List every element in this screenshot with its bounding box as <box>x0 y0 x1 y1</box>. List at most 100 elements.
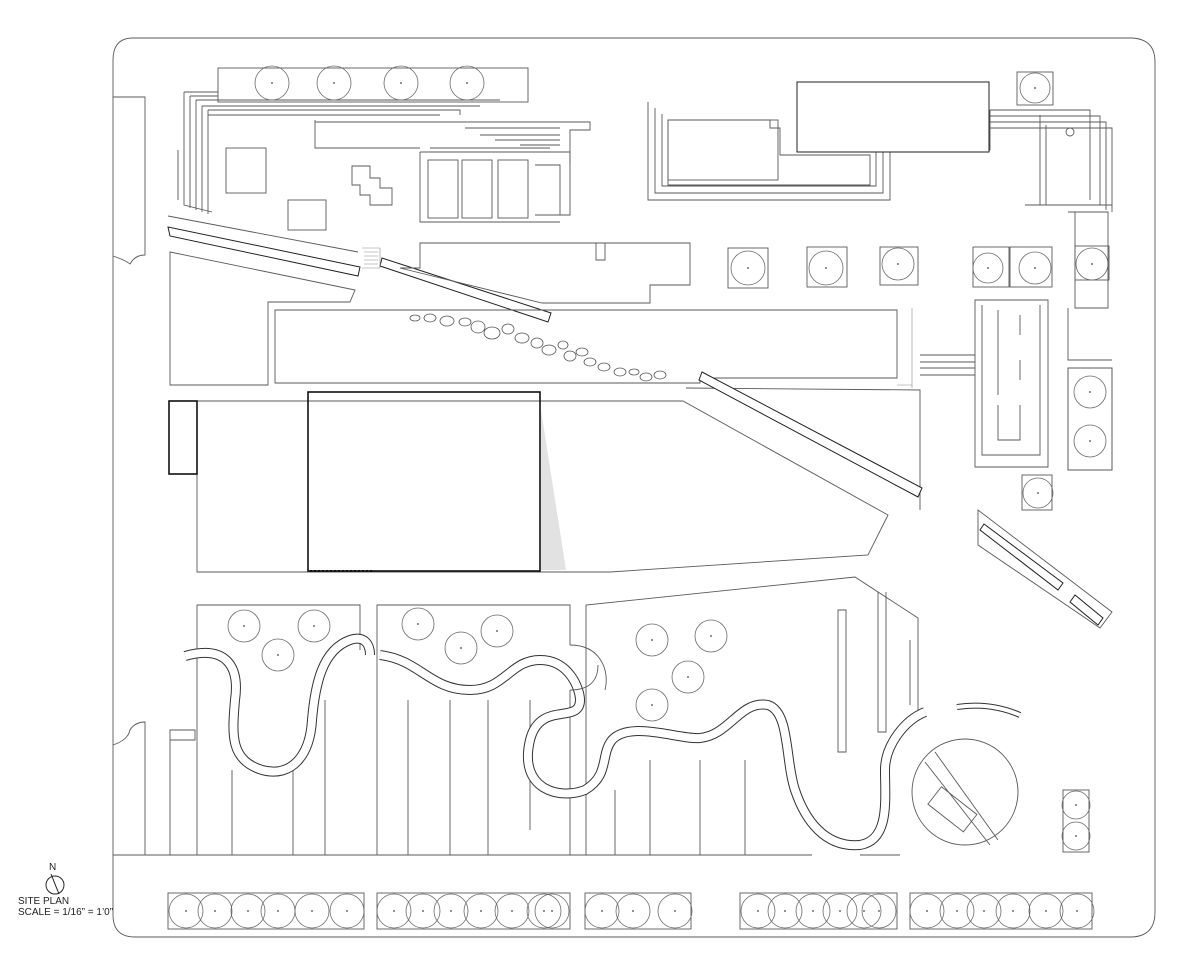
tree-icon <box>995 893 1031 929</box>
northwest-tree-row <box>254 65 485 101</box>
tree-icon <box>480 614 514 648</box>
tree-icon <box>261 638 295 672</box>
tree-icon <box>972 252 1004 284</box>
tree-icon <box>657 893 693 929</box>
planter-box <box>1009 246 1053 288</box>
tree-icon <box>1061 821 1091 851</box>
tree-icon <box>939 893 975 929</box>
tree-icon <box>297 609 331 643</box>
tree-icon <box>635 623 669 657</box>
stepping-stone <box>458 317 472 327</box>
northeast-pool-deck <box>647 71 1113 212</box>
east-walkway <box>685 387 921 510</box>
diagonal-wall-1 <box>167 226 361 277</box>
south-garden-frames <box>145 576 919 856</box>
round-plaza <box>911 738 1019 846</box>
site-boundary <box>112 37 1156 938</box>
tree-icon <box>534 893 570 929</box>
tree-icon <box>846 893 882 929</box>
west-edge-notch-lower <box>112 721 146 856</box>
tree-icon <box>230 893 266 929</box>
tree-icon <box>401 607 435 641</box>
east-bench-2 <box>1069 594 1104 626</box>
tree-icon <box>383 65 419 101</box>
stepping-stone <box>541 344 557 356</box>
planter-box <box>727 247 769 289</box>
building-shadow <box>541 410 566 570</box>
scale-note: SCALE = 1/16” = 1’0” <box>18 907 114 918</box>
tree-icon <box>227 609 261 643</box>
stepping-stone <box>613 367 627 377</box>
main-building <box>307 391 541 572</box>
tree-icon <box>795 893 831 929</box>
pool-edge <box>897 308 913 388</box>
stepping-stone <box>597 362 611 372</box>
tree-icon <box>635 688 669 722</box>
tree-icon <box>316 65 352 101</box>
east-angled-strip <box>977 509 1113 629</box>
tree-icon <box>197 893 233 929</box>
tree-icon <box>1073 424 1107 458</box>
tree-icon <box>405 893 441 929</box>
tree-icon <box>767 893 803 929</box>
tree-icon <box>449 65 485 101</box>
site-plan-title: SITE PLAN <box>18 896 70 907</box>
northwest-terraces <box>177 67 591 231</box>
diagonal-path-edge <box>167 215 359 253</box>
long-pool <box>274 309 898 384</box>
tree-icon <box>433 893 469 929</box>
tree-icon <box>294 893 330 929</box>
southern-tree-band <box>167 892 1095 930</box>
meandering-wall-west <box>183 633 375 777</box>
tree-icon <box>861 893 897 929</box>
central-north-bench <box>399 242 691 304</box>
north-label: N <box>49 862 57 873</box>
garden-curve-edge <box>569 644 607 691</box>
diagonal-wall-3 <box>698 371 923 498</box>
stepping-stones <box>409 313 667 382</box>
tree-icon <box>1073 375 1107 409</box>
stepping-stone <box>470 320 486 334</box>
stepping-stone <box>583 357 597 367</box>
tree-icon <box>808 250 844 286</box>
planter-box <box>1021 474 1053 511</box>
tree-icon <box>909 893 945 929</box>
stepping-stone <box>653 370 667 380</box>
west-platform <box>169 251 356 386</box>
tree-icon <box>671 660 705 694</box>
tree-icon <box>740 893 776 929</box>
stepping-stone <box>628 368 640 376</box>
round-plaza-table <box>927 786 978 833</box>
tree-icon <box>615 893 651 929</box>
tree-icon <box>1028 893 1064 929</box>
tree-icon <box>1059 893 1095 929</box>
tree-icon <box>494 893 530 929</box>
east-court <box>920 211 1113 471</box>
tree-icon <box>1019 72 1051 104</box>
west-pavilion <box>168 400 198 475</box>
stepping-stone <box>557 340 569 350</box>
tree-band-planter <box>739 892 898 930</box>
main-floor-plate <box>196 400 889 573</box>
planter-box <box>806 246 848 288</box>
tree-icon <box>966 893 1002 929</box>
small-stair <box>362 247 381 269</box>
north-arrow-icon <box>45 873 65 895</box>
tree-icon <box>730 250 766 286</box>
tree-icon <box>1061 790 1091 820</box>
stepping-stone <box>439 315 455 327</box>
stepping-stone <box>563 350 577 362</box>
meandering-wall-middle <box>379 650 928 851</box>
stepping-stone <box>575 347 589 357</box>
stepping-stone <box>501 323 515 335</box>
tree-icon <box>526 893 562 929</box>
east-bench-1 <box>979 523 1064 591</box>
southeast-planter <box>1062 789 1090 853</box>
stepping-stone <box>530 337 544 349</box>
round-plaza-path <box>924 751 999 846</box>
tree-icon <box>584 893 620 929</box>
planter-box <box>1067 367 1113 471</box>
tree-icon <box>329 893 365 929</box>
tree-icon <box>168 893 204 929</box>
